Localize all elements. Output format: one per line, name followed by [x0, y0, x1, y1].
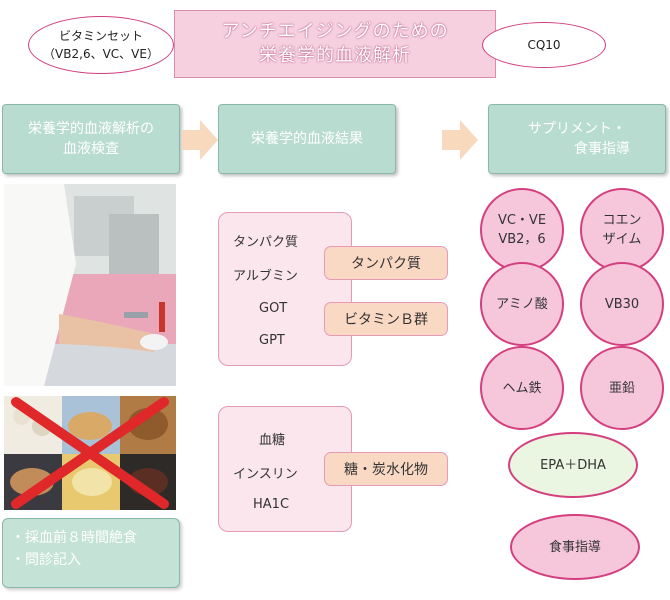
arrow-right-icon	[442, 120, 478, 160]
supplement-vb30: VB30	[580, 262, 664, 346]
instruction-questionnaire: ・問診記入	[11, 552, 81, 568]
supplement-vitamins-line2: VB2，6	[498, 232, 546, 247]
arrow-right-icon	[182, 120, 218, 160]
page-title: アンチエイジングのための 栄養学的血液解析	[174, 10, 496, 78]
panel-item-albumin: アルブミン	[233, 269, 298, 284]
supplement-epa-dha-label: EPA＋DHA	[540, 457, 606, 473]
step-blood-result: 栄養学的血液結果	[218, 104, 396, 174]
blood-test-photo	[4, 184, 176, 386]
step-blood-test-line2: 血液検査	[63, 141, 119, 157]
supplement-vitamins: VC・VE VB2，6	[480, 188, 564, 272]
cq10-label: CQ10	[527, 38, 561, 52]
protein-panel: タンパク質 アルブミン GOT GPT	[218, 212, 352, 366]
supplement-zinc: 亜鉛	[580, 346, 664, 430]
supplement-amino-acid: アミノ酸	[480, 262, 564, 346]
instruction-fasting: ・採血前８時間絶食	[11, 530, 137, 546]
vitamin-b-tag-label: ビタミンＢ群	[344, 312, 428, 328]
supplement-zinc-label: 亜鉛	[608, 380, 635, 396]
supplement-epa-dha: EPA＋DHA	[508, 432, 638, 498]
step-blood-test-line1: 栄養学的血液解析の	[28, 121, 154, 137]
protein-tag: タンパク質	[324, 246, 448, 280]
vitamin-set-ellipse: ビタミンセット （VB2,6、VC、VE）	[28, 16, 174, 74]
cq10-ellipse: CQ10	[482, 22, 606, 68]
fasting-food-photo	[4, 396, 176, 510]
supplement-coenzyme: コエン ザイム	[580, 188, 664, 272]
panel-item-blood-sugar: 血糖	[259, 433, 286, 448]
step-supplement: サプリメント・ 食事指導	[488, 104, 666, 174]
panel-item-insulin: インスリン	[233, 467, 298, 482]
step-supplement-line2: 食事指導	[574, 141, 630, 157]
panel-item-gpt: GPT	[259, 333, 285, 348]
step-blood-test: 栄養学的血液解析の 血液検査	[2, 104, 180, 174]
supplement-heme-iron: ヘム鉄	[480, 346, 564, 430]
carbohydrate-tag: 糖・炭水化物	[324, 452, 448, 486]
step-supplement-line1: サプリメント・	[528, 121, 626, 137]
supplement-vb30-label: VB30	[604, 296, 640, 312]
sugar-panel: 血糖 インスリン HA1C	[218, 406, 352, 532]
vitamin-set-detail: （VB2,6、VC、VE）	[43, 47, 159, 61]
panel-item-protein: タンパク質	[233, 235, 299, 250]
supplement-amino-acid-label: アミノ酸	[496, 296, 548, 312]
diet-guidance-label: 食事指導	[548, 539, 601, 555]
supplement-coenzyme-line2: ザイム	[602, 232, 642, 247]
carbohydrate-tag-label: 糖・炭水化物	[344, 462, 428, 478]
panel-item-ha1c: HA1C	[253, 497, 290, 512]
diet-guidance: 食事指導	[510, 514, 640, 580]
supplement-coenzyme-line1: コエン	[602, 213, 642, 228]
pre-test-instructions: ・採血前８時間絶食 ・問診記入	[2, 518, 180, 588]
vitamin-b-tag: ビタミンＢ群	[324, 302, 448, 336]
panel-item-got: GOT	[259, 301, 288, 316]
vitamin-set-label: ビタミンセット	[58, 29, 143, 43]
title-line-1: アンチエイジングのための	[221, 21, 449, 42]
step-blood-result-line1: 栄養学的血液結果	[251, 131, 363, 147]
supplement-heme-iron-label: ヘム鉄	[502, 380, 542, 396]
protein-tag-label: タンパク質	[351, 256, 421, 272]
supplement-vitamins-line1: VC・VE	[497, 213, 547, 228]
title-line-2: 栄養学的血液解析	[259, 45, 411, 66]
